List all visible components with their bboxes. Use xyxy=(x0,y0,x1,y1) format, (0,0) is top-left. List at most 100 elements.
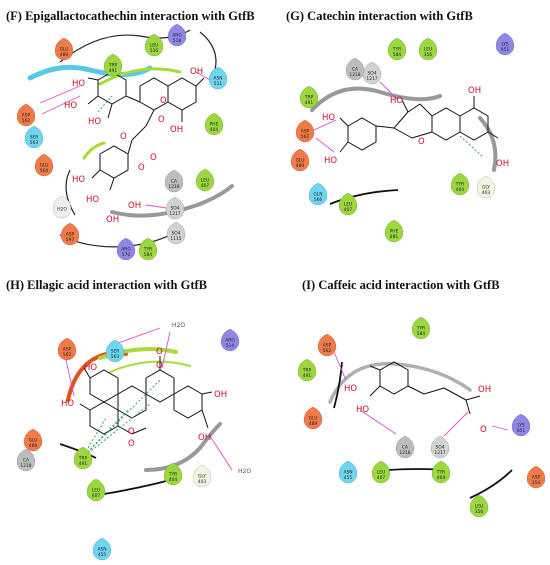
residue-name: SER xyxy=(30,135,39,141)
residue-number: 489 xyxy=(60,52,69,58)
residue-marker xyxy=(450,172,470,196)
residue-marker xyxy=(116,237,136,261)
residue-number: 489 xyxy=(29,443,38,449)
atom-label: O xyxy=(138,163,145,173)
residue-name: CA xyxy=(23,458,29,464)
residue-name: CA xyxy=(352,67,358,73)
residue-number: 491 xyxy=(109,68,118,74)
residue-number: 356 xyxy=(475,509,484,515)
panel-h: (H) Ellagic acid interaction with GtfB xyxy=(6,278,251,561)
residue-marker xyxy=(308,182,328,206)
residue-name: LEU xyxy=(201,178,209,184)
residue-name: ASP xyxy=(66,232,75,238)
residue-name: GLU xyxy=(29,438,38,444)
panel-h-ligand-bonds xyxy=(79,356,213,435)
residue-marker xyxy=(431,460,451,484)
residue-marker xyxy=(495,32,515,56)
residue-marker xyxy=(303,406,323,430)
atom-label: O xyxy=(156,361,163,371)
residue-h2o-na: H2O xyxy=(52,195,72,219)
residue-number: 491 xyxy=(303,373,312,379)
atom-label: HO xyxy=(86,195,99,205)
water-label: H2O xyxy=(172,322,185,329)
panel-g-title: (G) Catechin interaction with GtfB xyxy=(286,9,473,23)
panel-f-ligand-bonds xyxy=(87,71,205,191)
residue-number: 455 xyxy=(344,475,353,481)
residue-number: 562 xyxy=(63,352,72,358)
residue-name: ARG xyxy=(121,247,131,253)
atom-label: OH xyxy=(198,433,211,443)
panel-g-pocket-curves xyxy=(310,86,498,205)
residue-name: TRP xyxy=(108,63,118,69)
panel-g-pistack xyxy=(459,135,483,157)
residue-name: TYR xyxy=(392,47,401,53)
residue-name: LEU xyxy=(377,470,385,476)
atom-label: HO xyxy=(61,399,74,409)
residue-marker xyxy=(163,462,183,486)
residue-number: 511 xyxy=(214,81,223,87)
residue-number: 455 xyxy=(98,552,107,558)
residue-name: LEU xyxy=(92,488,100,494)
residue-number: 597 xyxy=(66,237,75,243)
residue-name: ASP xyxy=(63,347,72,353)
residue-marker xyxy=(297,358,317,382)
atom-label: O xyxy=(120,132,127,142)
panel-i: (I) Caffeic acid interaction with GtfB H… xyxy=(297,278,546,518)
residue-number: 491 xyxy=(79,461,88,467)
residue-name: LYS xyxy=(517,423,525,429)
residue-marker xyxy=(338,192,358,216)
residue-number: 403 xyxy=(198,479,207,485)
residue-name: GLU xyxy=(296,158,305,164)
residue-number: 518 xyxy=(173,38,182,44)
residue-number: 566 xyxy=(314,197,323,203)
residue-number: 516 xyxy=(150,48,159,54)
residue-number: 489 xyxy=(296,163,305,169)
residue-marker xyxy=(345,57,365,81)
residue-name: SO4 xyxy=(367,71,376,77)
panel-f-title: (F) Epigallactocathechin interaction wit… xyxy=(6,9,255,23)
panel-g-hbonds xyxy=(313,81,399,153)
panel-g: (G) Catechin interaction with GtfB xyxy=(286,9,515,243)
residue-number: 570 xyxy=(122,252,131,258)
atom-label: HO xyxy=(88,117,101,127)
atom-label: O xyxy=(128,439,135,449)
residue-number: 514 xyxy=(226,343,235,349)
residue-marker xyxy=(164,169,184,193)
panel-f-atoms: HO HO HO OH OH OH HO HO OH O O O O O xyxy=(64,67,203,225)
residue-marker xyxy=(86,478,106,502)
residue-number: 881 xyxy=(390,234,399,240)
residue-marker xyxy=(144,33,164,57)
residue-number: 1218 xyxy=(20,463,31,469)
residue-marker xyxy=(220,328,240,352)
atom-label: OH xyxy=(478,385,491,395)
residue-number: 404 xyxy=(437,475,446,481)
residue-name: ASN xyxy=(213,76,222,82)
residue-marker xyxy=(138,237,158,261)
residue-name: PHE xyxy=(390,229,399,235)
atom-label: HO xyxy=(322,113,335,123)
residue-name: GLY xyxy=(198,474,206,480)
residue-marker xyxy=(387,37,407,61)
panel-g-ligand-bonds xyxy=(339,96,499,153)
atom-label: HO xyxy=(356,405,369,415)
